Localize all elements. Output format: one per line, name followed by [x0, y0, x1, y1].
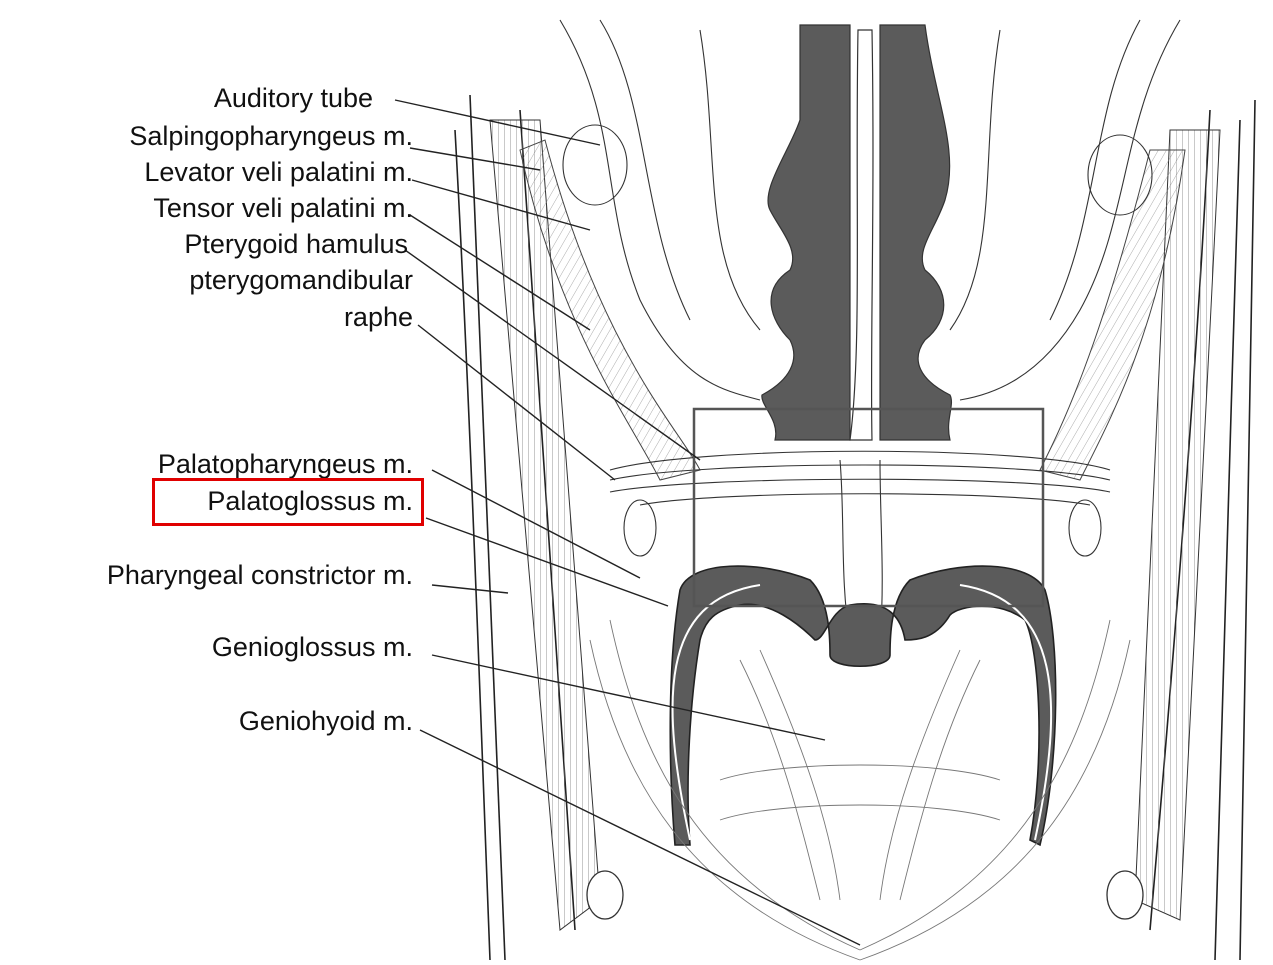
label-salpingopharyngeus: Salpingopharyngeus m. — [129, 121, 413, 151]
label-genioglossus: Genioglossus m. — [212, 632, 413, 662]
label-auditory-tube: Auditory tube — [214, 83, 373, 113]
label-raphe: raphe — [344, 302, 413, 332]
leader-genioglossus — [432, 655, 825, 740]
leader-pharyngeal-constrictor — [432, 585, 508, 593]
label-pharyngeal-constrictor: Pharyngeal constrictor m. — [107, 560, 413, 590]
label-levator-veli-palatini: Levator veli palatini m. — [144, 157, 413, 187]
label-geniohyoid: Geniohyoid m. — [239, 706, 413, 736]
hyoid-horns — [587, 871, 1143, 919]
lateral-muscles — [490, 120, 1220, 930]
label-palatopharyngeus: Palatopharyngeus m. — [158, 449, 413, 479]
label-pterygomandibular: pterygomandibular — [189, 265, 413, 295]
label-pterygoid-hamulus: Pterygoid hamulus — [184, 229, 408, 259]
label-tensor-veli-palatini: Tensor veli palatini m. — [153, 193, 413, 223]
label-palatoglossus: Palatoglossus m. — [207, 486, 413, 516]
oral-cavity-arch — [670, 566, 1055, 845]
nasal-septum — [850, 30, 873, 440]
